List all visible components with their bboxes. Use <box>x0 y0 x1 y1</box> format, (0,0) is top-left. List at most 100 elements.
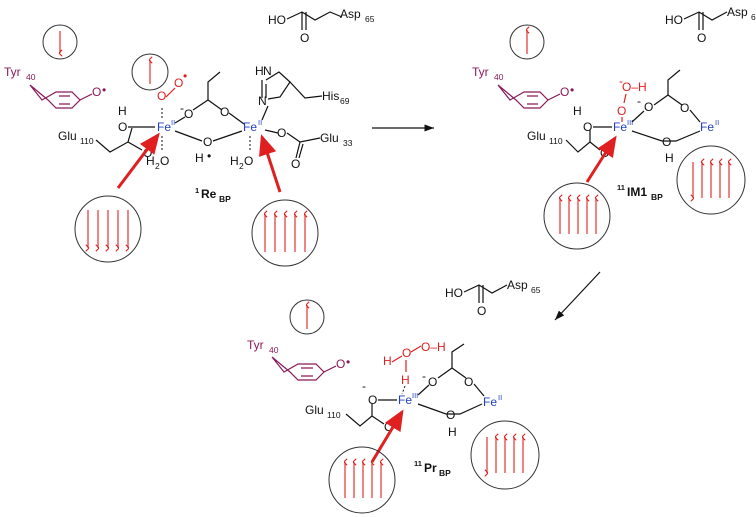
reaction-arrow-2 <box>554 271 601 321</box>
svg-text:III: III <box>627 118 633 127</box>
svg-text:Tyr: Tyr <box>247 338 264 352</box>
svg-text:O: O <box>644 100 653 114</box>
svg-text:Asp: Asp <box>727 5 748 19</box>
svg-text:O: O <box>244 154 253 168</box>
svg-text:BP: BP <box>439 468 451 478</box>
svg-text:110: 110 <box>549 136 563 146</box>
state-label-3: Pr <box>424 461 437 475</box>
svg-text:Asp: Asp <box>340 7 361 21</box>
svg-text:Fe: Fe <box>613 120 627 134</box>
svg-text:O–H: O–H <box>421 340 446 354</box>
svg-text:O: O <box>220 105 229 119</box>
svg-text:II: II <box>715 118 719 127</box>
svg-text:Fe: Fe <box>700 120 714 134</box>
svg-text:BP: BP <box>651 192 663 202</box>
svg-text:H: H <box>255 64 264 78</box>
svg-text:•: • <box>183 69 187 83</box>
state-label-1: Re <box>201 187 217 201</box>
svg-text:O: O <box>300 31 309 45</box>
svg-text:N: N <box>263 64 272 78</box>
svg-text:2: 2 <box>155 161 160 171</box>
svg-text:-: - <box>619 74 623 88</box>
state-label-1-pre: 1 <box>195 186 199 195</box>
spin-circle-fe2-pr <box>470 420 540 490</box>
svg-text:Fe: Fe <box>398 393 412 407</box>
svg-text:11: 11 <box>414 459 422 468</box>
svg-text:O: O <box>697 31 706 45</box>
svg-text:II: II <box>171 118 175 127</box>
spin-circle-fe1-pr <box>328 446 396 514</box>
svg-text:2: 2 <box>239 161 244 171</box>
spin-circle-small-3 <box>509 24 545 60</box>
svg-text:O: O <box>368 393 377 407</box>
spin-coupling-arrow-fe1-pr <box>370 409 404 463</box>
svg-text:O: O <box>464 375 473 389</box>
svg-text:O: O <box>680 101 689 115</box>
svg-text:N: N <box>258 94 267 108</box>
svg-text:O: O <box>157 89 166 103</box>
svg-text:•: • <box>207 149 211 163</box>
svg-text:110: 110 <box>327 410 341 420</box>
svg-text:40: 40 <box>269 345 279 355</box>
svg-text:O: O <box>428 375 437 389</box>
spin-arrows-fe1 <box>88 210 128 248</box>
svg-text:O: O <box>336 357 345 371</box>
spin-circle-fe2-im1 <box>676 145 746 215</box>
svg-text:O: O <box>184 107 193 121</box>
svg-text:Tyr: Tyr <box>4 65 21 79</box>
svg-text:Tyr: Tyr <box>472 65 489 79</box>
svg-text:65: 65 <box>531 285 541 295</box>
svg-text:O: O <box>662 135 671 149</box>
state-label-1-sub: BP <box>219 194 231 204</box>
svg-text:O: O <box>92 85 101 99</box>
svg-text:Asp: Asp <box>507 278 528 292</box>
svg-text:O: O <box>174 76 183 90</box>
svg-text:HO: HO <box>665 13 683 27</box>
svg-text:His: His <box>322 89 339 103</box>
svg-text:65: 65 <box>365 14 375 24</box>
spin-arrows-fe2 <box>265 214 305 252</box>
structure-1re: HO O Asp 65 Tyr 40 O • O O • Fe II <box>4 7 375 267</box>
tyr40-group-1: Tyr 40 O • <box>4 65 106 109</box>
spin-circle-fe1 <box>74 195 142 263</box>
svg-text:III: III <box>412 391 418 400</box>
svg-text:H: H <box>573 104 582 118</box>
svg-text:40: 40 <box>26 72 36 82</box>
svg-text:O: O <box>160 154 169 168</box>
svg-text:Glu: Glu <box>527 129 546 143</box>
svg-text:-: - <box>180 101 184 115</box>
svg-text:H: H <box>383 354 392 368</box>
svg-text:-: - <box>637 94 641 108</box>
svg-text:II: II <box>258 118 262 127</box>
svg-text:H: H <box>118 104 127 118</box>
svg-text:O: O <box>402 346 411 360</box>
svg-text:11: 11 <box>617 183 625 192</box>
structure-11im1: HO O Asp 65 Tyr 40 O • - O–H O Fe III H … <box>472 5 756 250</box>
svg-text:H: H <box>146 154 155 168</box>
spin-circle-fe1-im1 <box>543 182 611 250</box>
svg-text:O–H: O–H <box>622 80 647 94</box>
svg-text:-: - <box>362 379 366 393</box>
svg-text:33: 33 <box>343 138 353 148</box>
state-label-2: IM1 <box>627 185 647 199</box>
svg-text:O: O <box>277 126 286 140</box>
spin-coupling-arrow-fe1-im1 <box>585 135 617 183</box>
spin-coupling-arrow-fe2 <box>259 134 282 193</box>
svg-text:H: H <box>401 373 410 387</box>
svg-text:-: - <box>422 369 426 383</box>
svg-text:Glu: Glu <box>305 403 324 417</box>
svg-text:O: O <box>291 157 300 171</box>
svg-text:Fe: Fe <box>483 395 497 409</box>
spin-circle-small-4 <box>289 299 325 335</box>
svg-text:•: • <box>570 83 574 97</box>
svg-text:H: H <box>448 425 457 439</box>
svg-text:O: O <box>560 85 569 99</box>
structure-11pr: HO O Asp 65 Tyr 40 O • H O O–H H Fe III … <box>247 278 541 514</box>
svg-text:O: O <box>203 135 212 149</box>
spin-circle-small-2 <box>131 53 169 91</box>
svg-text:H: H <box>195 151 204 165</box>
svg-text:HO: HO <box>268 13 286 27</box>
svg-text:H: H <box>665 151 674 165</box>
svg-text:69: 69 <box>340 96 350 106</box>
